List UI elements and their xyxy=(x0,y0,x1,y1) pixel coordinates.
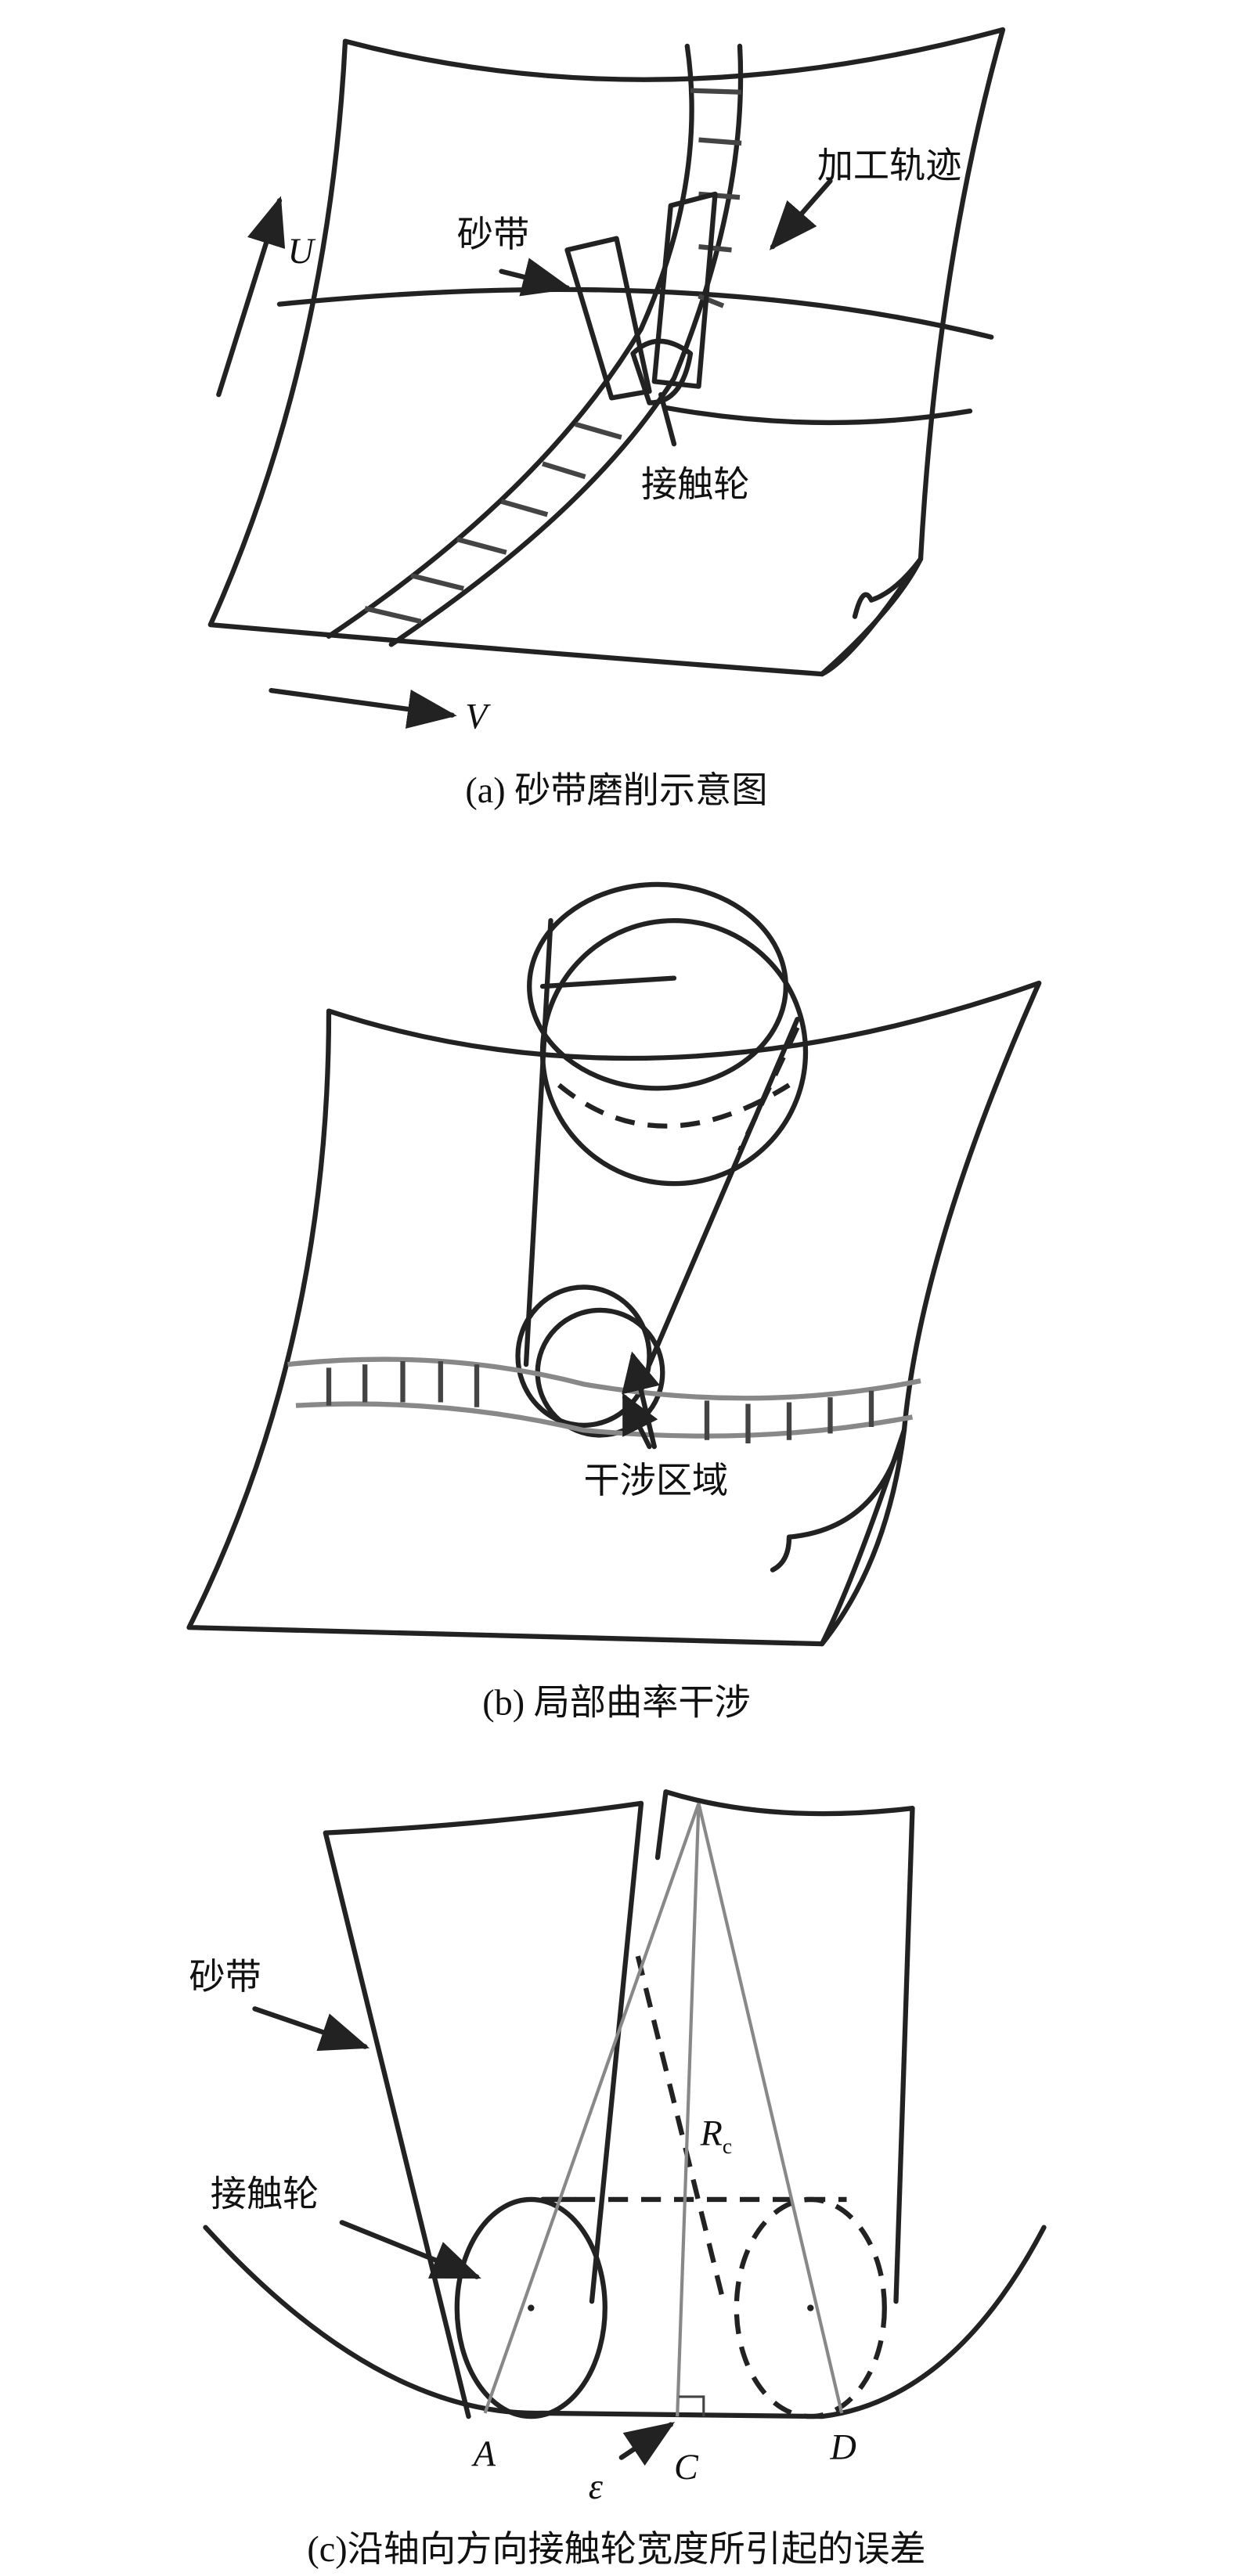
arrow-interference-2 xyxy=(622,1351,661,1450)
arrow-belt xyxy=(252,2006,370,2052)
arrow-interference-1 xyxy=(622,1392,658,1450)
label-belt: 砂带 xyxy=(457,214,529,254)
strip-hatching xyxy=(326,1360,874,1443)
contact-wheel-left xyxy=(454,2196,607,2419)
label-rc: Rc xyxy=(700,2113,732,2159)
label-point-c: C xyxy=(674,2447,699,2487)
label-point-a: A xyxy=(471,2434,496,2473)
caption-b: (b) 局部曲率干涉 xyxy=(482,1682,751,1722)
belt-left xyxy=(323,1800,644,2419)
arrow-u xyxy=(216,196,286,398)
panel-b-curvature-interference: 干涉区域 (b) 局部曲率干涉 xyxy=(186,881,1042,1722)
caption-c: (c)沿轴向方向接触轮宽度所引起的误差 xyxy=(307,2529,925,2569)
belt-hidden xyxy=(543,1955,847,2302)
workpiece-surface xyxy=(186,980,1042,1647)
arrow-epsilon xyxy=(618,2422,676,2466)
wheel-center-right xyxy=(807,2304,814,2311)
arrow-v xyxy=(269,688,457,729)
label-v: V xyxy=(465,696,491,736)
page-curl xyxy=(819,557,924,677)
label-belt: 砂带 xyxy=(189,1957,261,1997)
arrow-wheel xyxy=(339,2220,481,2279)
machining-strip xyxy=(287,1356,921,1439)
caption-a: (a) 砂带磨削示意图 xyxy=(465,770,767,810)
large-pulley xyxy=(539,917,809,1187)
label-point-d: D xyxy=(830,2427,856,2467)
radius-lines xyxy=(483,1803,844,2417)
machining-track xyxy=(326,43,744,647)
label-u: U xyxy=(288,231,316,271)
contact-wheel xyxy=(535,1307,665,1438)
arrow-wheel xyxy=(658,392,677,447)
contact-wheel-right xyxy=(734,2196,887,2419)
panel-c-width-error: 砂带 接触轮 Rc A C D ε (c)沿轴向方向接触轮宽度所引起的误差 xyxy=(189,1789,1047,2569)
abrasive-belt xyxy=(564,191,718,401)
label-wheel: 接触轮 xyxy=(641,464,750,504)
wheel-center-left xyxy=(528,2304,535,2311)
label-interference: 干涉区域 xyxy=(584,1461,729,1501)
label-epsilon: ε xyxy=(589,2466,604,2506)
pulley-hidden-edge xyxy=(557,1026,800,1152)
label-track: 加工轨迹 xyxy=(817,146,962,186)
right-angle-mark xyxy=(679,2395,705,2417)
panel-a-belt-grinding: 加工轨迹 砂带 接触轮 U V (a) 砂带磨削示意图 xyxy=(207,27,1006,810)
belt-right xyxy=(654,1789,915,2304)
page-curl xyxy=(770,1427,907,1647)
arrow-belt xyxy=(499,258,572,297)
surface-curve-v xyxy=(663,405,973,426)
belt xyxy=(523,917,800,1367)
arrow-track xyxy=(769,178,833,250)
workpiece-profile xyxy=(203,2225,1047,2419)
workpiece-surface xyxy=(207,27,1006,677)
label-wheel: 接触轮 xyxy=(211,2174,319,2214)
